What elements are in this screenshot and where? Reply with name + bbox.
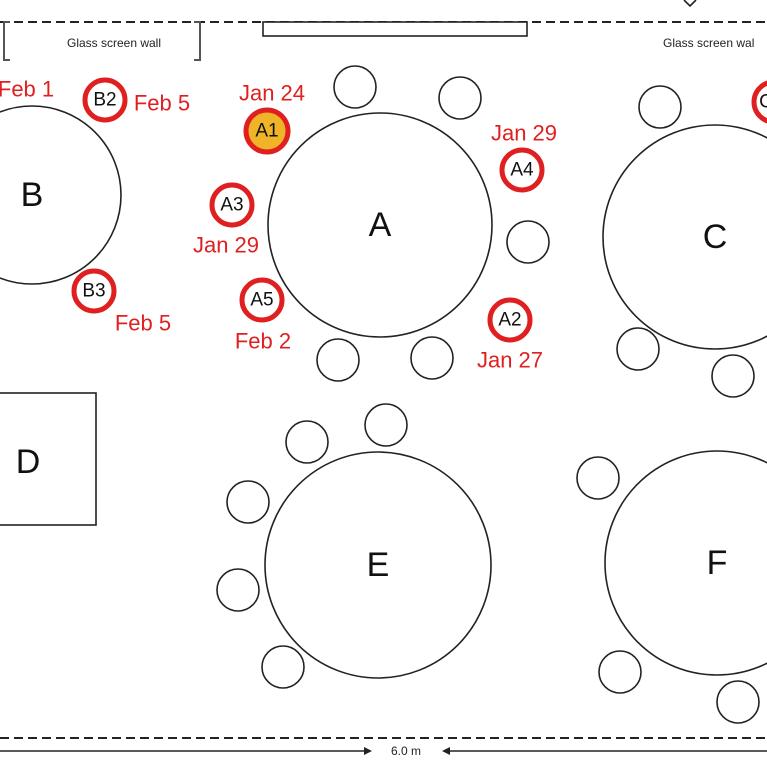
seat <box>616 327 660 371</box>
seat-c1-label: C <box>759 92 767 113</box>
table-e-label: E <box>367 546 390 584</box>
area-d <box>0 392 97 526</box>
seat-a3-label: A3 <box>220 195 243 216</box>
seat <box>576 456 620 500</box>
glass-wall-label-right: Glass screen wal <box>663 36 754 50</box>
table-a-label: A <box>369 206 392 244</box>
area-d-label: D <box>16 443 41 481</box>
seat <box>716 680 760 724</box>
seat-a4-label: A4 <box>510 160 534 181</box>
table-f <box>604 450 767 676</box>
seat-a5 <box>239 277 285 323</box>
seat-b3 <box>71 268 117 314</box>
seat-a1-highlighted <box>243 107 291 155</box>
glass-wall-bracket <box>3 21 201 61</box>
seat-b1-date: Feb 1 <box>0 77 54 102</box>
seat-b2-date: Feb 5 <box>134 91 190 116</box>
arrow-left-icon <box>442 747 450 755</box>
dimension-label: 6.0 m <box>391 744 421 758</box>
table-c-label: C <box>703 218 728 256</box>
counter <box>262 21 528 37</box>
table-b <box>0 105 122 285</box>
glass-wall-label-left: Glass screen wall <box>67 36 161 50</box>
seat-b3-date: Feb 5 <box>115 311 171 336</box>
seat-a3-date: Jan 29 <box>193 233 259 258</box>
door-arrow-icon <box>683 0 697 8</box>
seat-a2-date: Jan 27 <box>477 348 543 373</box>
seat <box>506 220 550 264</box>
seat-a5-label: A5 <box>250 290 273 311</box>
seat-b2 <box>82 77 128 123</box>
seat-a2-label: A2 <box>498 310 521 331</box>
table-b-label: B <box>21 176 44 214</box>
seat-a1-date: Jan 24 <box>239 81 305 106</box>
seat-a1-label: A1 <box>255 121 278 142</box>
seat <box>438 76 482 120</box>
seat-a4-date: Jan 29 <box>491 121 557 146</box>
seat <box>333 65 377 109</box>
seat <box>364 403 408 447</box>
table-c <box>602 124 767 350</box>
seat <box>216 568 260 612</box>
seat-a2 <box>487 297 533 343</box>
seat <box>226 480 270 524</box>
seat-b3-label: B3 <box>82 281 105 302</box>
seat <box>638 85 682 129</box>
seat-b2-label: B2 <box>93 90 116 111</box>
table-a <box>267 112 493 338</box>
seat <box>261 645 305 689</box>
seat-a5-date: Feb 2 <box>235 329 291 354</box>
arrow-right-icon <box>364 747 372 755</box>
table-e <box>264 451 492 679</box>
seat <box>316 338 360 382</box>
seat <box>711 354 755 398</box>
seat <box>598 650 642 694</box>
seat <box>285 420 329 464</box>
seat-a4 <box>499 147 545 193</box>
seat-c1 <box>751 80 767 124</box>
table-f-label: F <box>707 544 728 582</box>
seat <box>410 336 454 380</box>
seat-a3 <box>209 182 255 228</box>
